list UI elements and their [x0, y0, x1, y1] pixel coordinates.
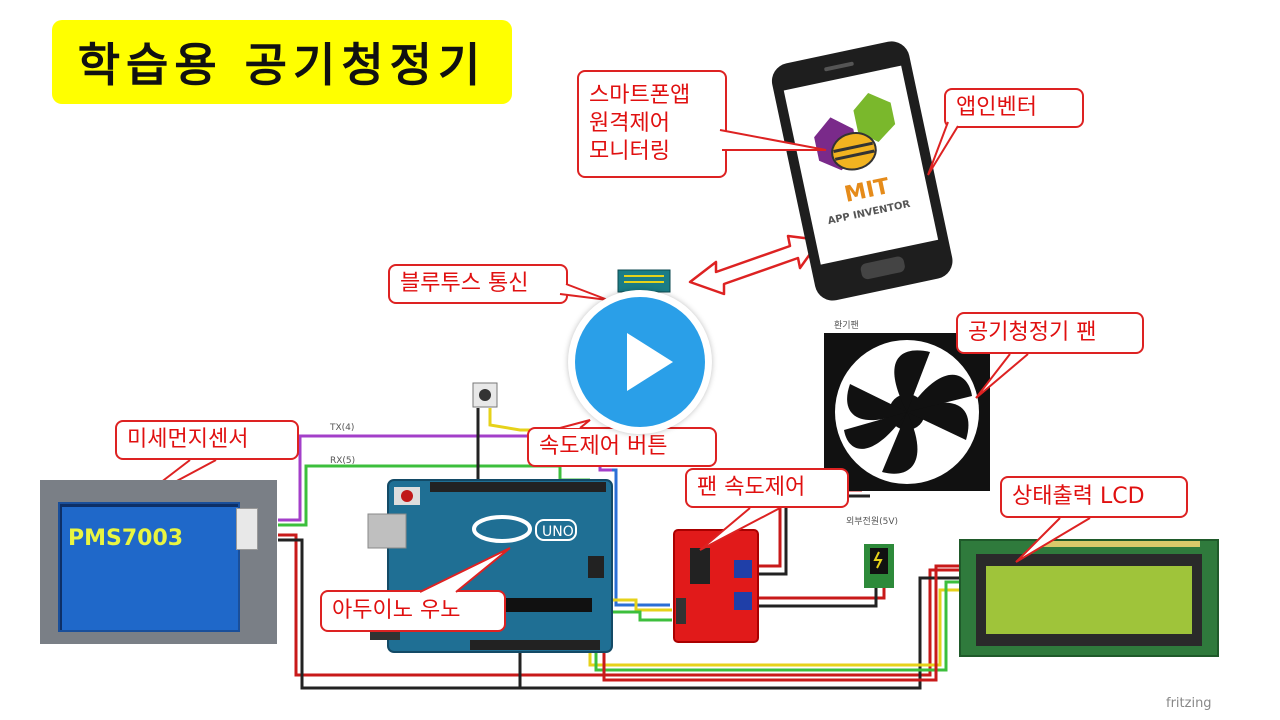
callout-bluetooth-text: 블루투스 통신 — [400, 271, 529, 296]
callout-smartphone-line-1: 스마트폰앱 — [589, 83, 691, 108]
push-button — [472, 382, 498, 408]
label-tx: TX(4) — [330, 423, 355, 433]
fan — [824, 333, 990, 491]
wire-ext-red — [758, 588, 886, 600]
wire-lcd-green — [594, 580, 960, 672]
fan-speed-driver — [673, 529, 759, 643]
callout-app-inventor-text: 앱인벤터 — [956, 95, 1037, 120]
label-external-power: 외부전원(5V) — [846, 517, 899, 527]
callout-fan-text: 공기청정기 팬 — [968, 320, 1097, 345]
lcd-module — [959, 539, 1219, 657]
callout-dust-sensor-text: 미세먼지센서 — [127, 427, 249, 452]
callout-smartphone: 스마트폰앱 원격제어 모니터링 — [577, 70, 727, 178]
wire-driver-1 — [600, 598, 672, 612]
callout-smartphone-line-2: 원격제어 — [589, 111, 670, 136]
callout-dust-sensor: 미세먼지센서 — [115, 420, 299, 460]
callout-arduino-text: 아두이노 우노 — [332, 598, 461, 623]
wire-lcd-red — [602, 564, 960, 682]
wire-lcd-yellow — [588, 588, 960, 667]
callout-app-inventor: 앱인벤터 — [944, 88, 1084, 128]
title-banner: 학습용 공기청정기 — [52, 20, 512, 104]
wire-driver-2 — [600, 610, 672, 622]
arduino-logo-text: UNO — [542, 524, 574, 540]
callout-smartphone-line-3: 모니터링 — [589, 139, 670, 164]
wire-ext-black — [758, 588, 878, 608]
sensor-model-text: PMS7003 — [68, 526, 184, 551]
callout-fan: 공기청정기 팬 — [956, 312, 1144, 354]
callout-lcd: 상태출력 LCD — [1000, 476, 1188, 518]
play-button[interactable] — [568, 290, 712, 434]
wire-blue — [612, 468, 670, 607]
callout-speed-button: 속도제어 버튼 — [527, 427, 717, 467]
power-jack — [864, 544, 894, 588]
smartphone: MIT APP INVENTOR — [771, 41, 953, 301]
callout-speed-button-text: 속도제어 버튼 — [539, 434, 668, 459]
label-vent-fan: 환기팬 — [834, 321, 859, 331]
play-button-circle — [575, 297, 705, 427]
label-rx: RX(5) — [330, 456, 356, 466]
wire-tx — [278, 434, 612, 522]
sensor-connector — [236, 508, 258, 550]
dust-sensor-body — [58, 502, 240, 632]
callout-fan-speed-text: 팬 속도제어 — [697, 475, 806, 500]
page-title: 학습용 공기청정기 — [77, 38, 487, 92]
callout-fan-speed: 팬 속도제어 — [685, 468, 849, 508]
bluetooth-module — [617, 269, 671, 293]
callout-lcd-text: 상태출력 LCD — [1012, 484, 1145, 509]
wire-sensor-gnd — [278, 538, 960, 690]
fritzing-watermark: fritzing — [1166, 696, 1212, 711]
callout-arduino: 아두이노 우노 — [320, 590, 506, 632]
bidirectional-arrow — [688, 234, 822, 296]
callout-bluetooth: 블루투스 통신 — [388, 264, 568, 304]
dust-sensor-photo: PMS7003 — [40, 480, 277, 644]
play-icon — [627, 333, 673, 391]
